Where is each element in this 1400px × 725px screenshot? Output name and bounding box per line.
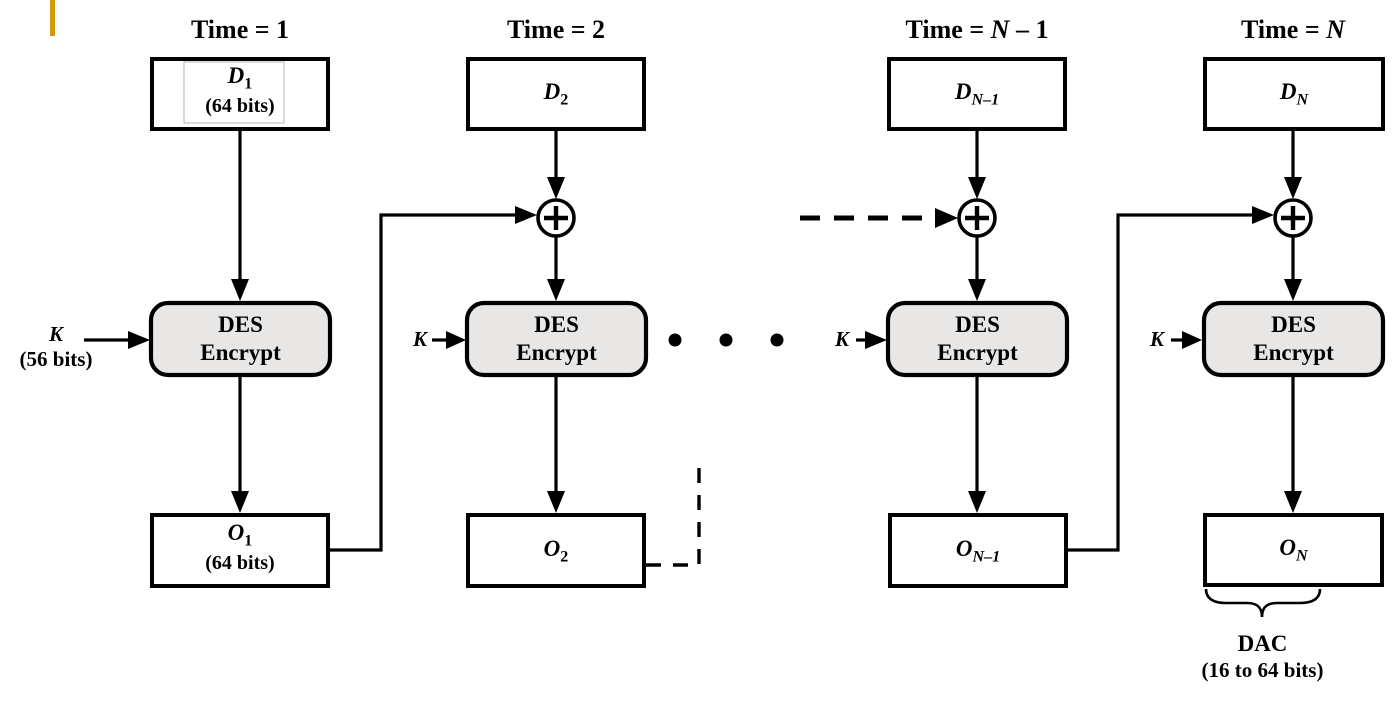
dac-note: (16 to 64 bits) [1201,657,1324,682]
xor-icon [1273,198,1313,238]
chain-o1-to-xor2 [328,213,517,552]
on-box [1203,513,1384,587]
d2-label: D2 [543,79,569,109]
arrow-right-icon [935,208,958,228]
time-label-1: Time = 1 [190,15,290,44]
chain-o2-dashed [646,468,701,567]
d2-box [466,57,646,131]
d1-box [150,57,330,131]
arrow-down-icon [968,491,986,513]
dac-caption: DAC (16 to 64 bits) [1170,630,1355,683]
arrow-down-icon [1284,491,1302,513]
des1-box [148,300,333,378]
arrow-right-icon [865,331,887,349]
arrow-down-icon [547,177,565,199]
dn1-label: DN–1 [954,79,1000,109]
data-boxes [150,57,1385,588]
arrow-right-icon [128,331,150,349]
key-label-n1: K [834,327,849,351]
chain-oN1-to-xorN [1066,213,1254,552]
dac-label: DAC [1237,631,1288,656]
slide-accent-bar [50,0,55,36]
arrow-down-icon [231,279,249,301]
arrow-down-icon [1284,177,1302,199]
flow-lines [84,129,1295,492]
des-boxes [148,300,1386,378]
time-label-n1: Time = N – 1 [905,15,1049,44]
desn1-box [885,300,1070,378]
d1-label: D1 (64 bits) [152,62,328,118]
arrow-down-icon [547,279,565,301]
des2-box [464,300,649,378]
dn1-box [887,57,1067,131]
key-label-1: K (56 bits) [0,322,112,372]
arrow-down-icon [968,279,986,301]
desn-box [1201,300,1386,378]
dn-label: DN [1279,79,1309,109]
arrowheads [128,177,1302,513]
key-note-1: (56 bits) [19,347,93,372]
arrow-down-icon [1284,279,1302,301]
time-label-2: Time = 2 [506,15,606,44]
o2-label: O2 [543,535,569,566]
key-label-n: K [1149,327,1164,351]
d1-note: (64 bits) [205,94,275,117]
o2-box [466,513,646,588]
on-label: ON [1279,535,1308,565]
arrow-down-icon [968,177,986,199]
arrow-right-icon [1182,331,1202,349]
ellipsis-dots-icon [668,333,784,347]
key-label-2: K [412,327,427,351]
xor-icon [957,198,997,238]
arrow-down-icon [231,491,249,513]
dn-box [1203,57,1385,131]
xor-icon [536,198,576,238]
arrow-right-icon [515,206,537,224]
brace-icon [1204,588,1322,618]
d1-inner-frame [183,61,285,124]
xor-icons [536,198,1313,238]
on1-box [888,513,1068,588]
on1-label: ON–1 [955,535,1001,566]
o1-label: O1 (64 bits) [152,519,328,575]
o1-note: (64 bits) [205,551,275,574]
arrow-right-icon [446,331,466,349]
arrow-right-icon [1252,206,1274,224]
time-label-n: Time = N [1241,15,1345,44]
arrow-down-icon [547,491,565,513]
o1-box [150,513,330,588]
